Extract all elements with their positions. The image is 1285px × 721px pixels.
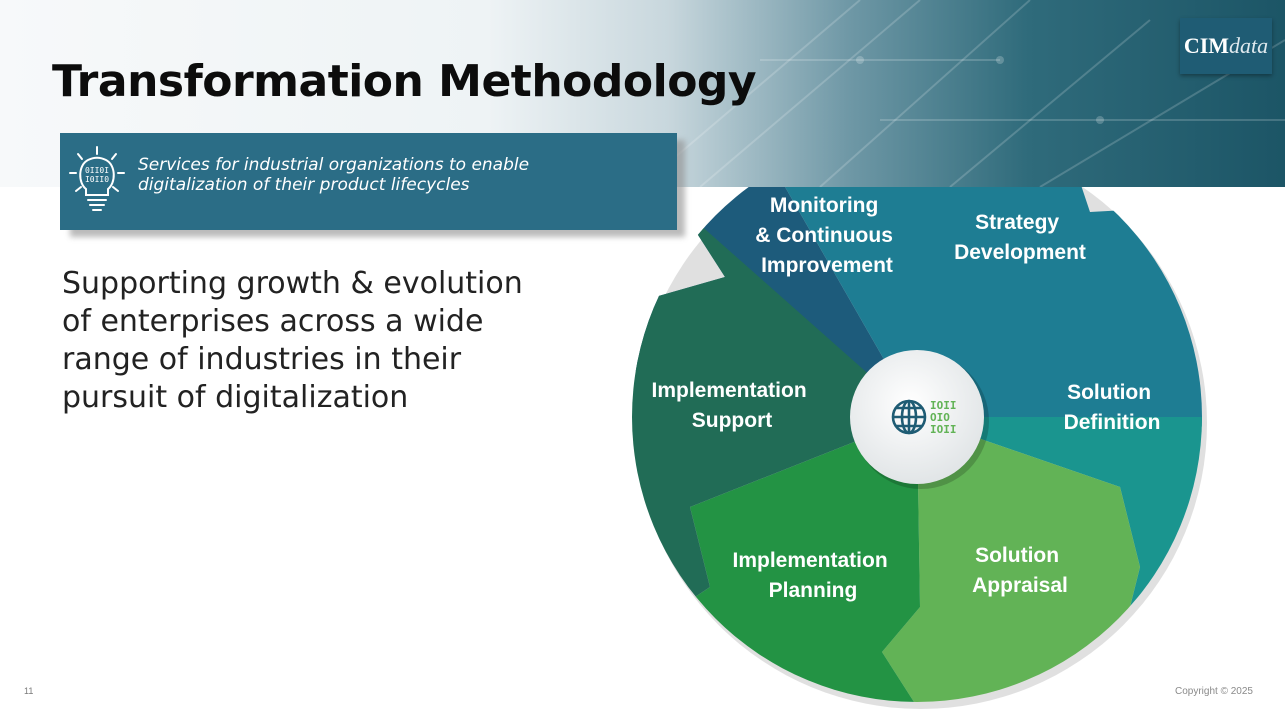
slide-number: 11	[24, 686, 34, 696]
label-line: Solution	[1067, 381, 1151, 404]
svg-text:I0II0: I0II0	[85, 175, 109, 184]
segment-strategy-development[interactable]	[765, 187, 1217, 427]
label-line: Planning	[769, 579, 858, 602]
copyright-notice: Copyright © 2025	[1175, 686, 1253, 697]
label-line: & Continuous	[755, 224, 893, 247]
globe-binary-icon: IOII OIO IOII	[891, 399, 957, 436]
services-banner: 0II0I I0II0 Services for industrial orga…	[60, 133, 677, 230]
lead-text: Supporting growth & evolution of enterpr…	[62, 265, 622, 417]
label-line: Appraisal	[972, 574, 1068, 597]
label-line: Solution	[975, 544, 1059, 567]
binary-digits-2: OIO	[930, 411, 950, 424]
banner-text-line-2: digitalization of their product lifecycl…	[138, 175, 470, 195]
label-line: Implementation	[651, 379, 806, 402]
label-strategy-development: Strategy Development	[954, 211, 1086, 264]
label-implementation-planning: Implementation Planning	[732, 549, 893, 602]
logo-text-strong: CIM	[1183, 33, 1230, 58]
label-line: Monitoring	[770, 194, 878, 217]
label-line: Definition	[1064, 411, 1161, 434]
slide-title: Transformation Methodology	[52, 56, 757, 107]
lightbulb-binary-icon: 0II0I I0II0	[69, 146, 125, 211]
label-monitoring-continuous-improvement: Monitoring & Continuous Improvement	[755, 194, 898, 277]
label-solution-definition: Solution Definition	[1064, 381, 1161, 434]
svg-text:0II0I: 0II0I	[85, 166, 109, 175]
label-line: Improvement	[761, 254, 893, 277]
lead-line-2: of enterprises across a wide	[62, 304, 484, 339]
label-line: Support	[692, 409, 772, 432]
lead-line-1: Supporting growth & evolution	[62, 266, 523, 301]
lead-line-3: range of industries in their	[62, 342, 462, 377]
banner-text: Services for industrial organizations to…	[138, 155, 658, 195]
banner-text-line-1: Services for industrial organizations to…	[138, 155, 530, 175]
label-line: Implementation	[732, 549, 887, 572]
label-solution-appraisal: Solution Appraisal	[972, 544, 1068, 597]
lead-line-4: pursuit of digitalization	[62, 380, 409, 415]
methodology-wheel: Monitoring & Continuous Improvement Stra…	[620, 187, 1217, 709]
label-implementation-support: Implementation Support	[651, 379, 812, 432]
segment-implementation-support[interactable]	[620, 207, 917, 627]
label-line: Strategy	[975, 211, 1059, 234]
label-line: Development	[954, 241, 1086, 264]
binary-digits-3: IOII	[930, 423, 957, 436]
binary-digits-1: IOII	[930, 399, 957, 412]
logo-text-light: data	[1229, 33, 1269, 58]
